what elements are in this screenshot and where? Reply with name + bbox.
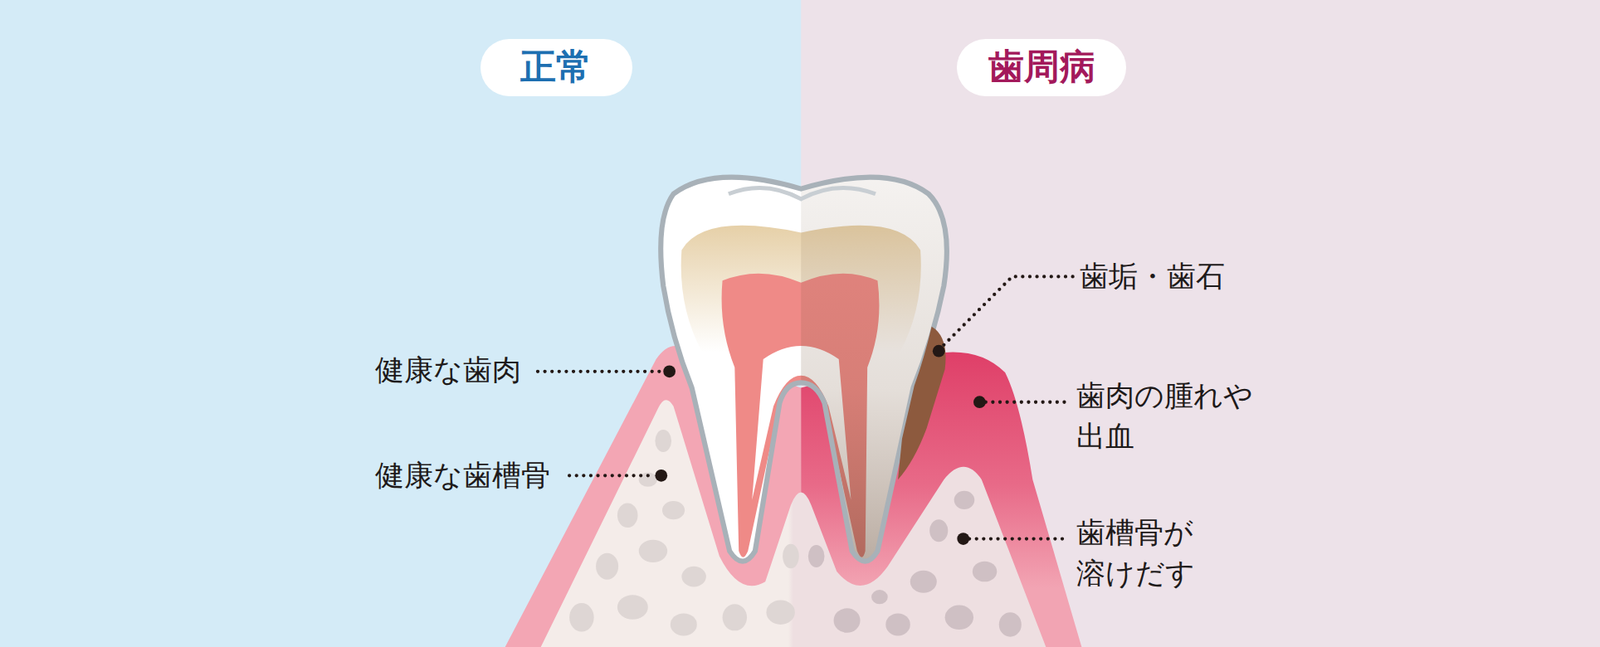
- panel-heading-pill: 正常: [480, 39, 633, 97]
- bone-pore: [595, 553, 619, 581]
- leader-line: [537, 370, 664, 374]
- bone-pore: [871, 590, 888, 605]
- leader-line: [985, 400, 1069, 405]
- bone-pore: [885, 613, 911, 636]
- bone-pore: [972, 561, 998, 583]
- panel-heading: 歯周病: [988, 47, 1096, 87]
- callout-label: 健康な歯槽骨: [375, 455, 551, 497]
- bone-pore: [662, 501, 685, 520]
- tooth-outline: [660, 177, 947, 562]
- dissolving-bone-pores: [808, 491, 1022, 638]
- leader-line: [943, 276, 1074, 345]
- leader-lines: [537, 276, 1074, 539]
- bone-pore: [954, 491, 976, 510]
- bone-pore: [617, 595, 649, 620]
- tooth-cusp-line: [728, 187, 876, 199]
- leader-dot: [973, 395, 986, 409]
- callout-label: 健康な歯肉: [375, 350, 522, 391]
- leader-line: [569, 473, 655, 478]
- leader-dots: [654, 345, 986, 546]
- panel-heading: 正常: [520, 47, 592, 87]
- bone-pore: [910, 570, 937, 594]
- leader-dot: [654, 469, 668, 483]
- callout-label: 歯垢・歯石: [1079, 256, 1225, 298]
- leader-dot: [932, 345, 946, 358]
- leader-dot: [956, 532, 970, 546]
- alveolar-bone: [541, 400, 1047, 647]
- bone-pore: [639, 540, 668, 563]
- bone-pore: [765, 600, 795, 625]
- leader-line: [969, 536, 1069, 541]
- callout-label: 歯肉の腫れや 出血: [1076, 375, 1266, 458]
- bone-pore: [722, 604, 748, 631]
- bone-pore: [617, 503, 639, 529]
- bone-pore: [681, 566, 707, 588]
- bone-pore: [834, 608, 861, 634]
- bone-pore: [929, 519, 948, 542]
- leader-dot: [663, 365, 676, 378]
- bone-pore: [808, 545, 825, 568]
- bone-pore: [654, 429, 672, 453]
- panel-heading-pill: 歯周病: [956, 39, 1127, 97]
- bone-pore: [670, 613, 698, 636]
- bone-pore: [945, 605, 974, 631]
- bone-pore: [999, 612, 1022, 638]
- bone-pore: [782, 544, 800, 570]
- tartar: [897, 326, 946, 481]
- callout-label: 歯槽骨が 溶けだす: [1076, 512, 1266, 595]
- bone-pore: [569, 603, 595, 632]
